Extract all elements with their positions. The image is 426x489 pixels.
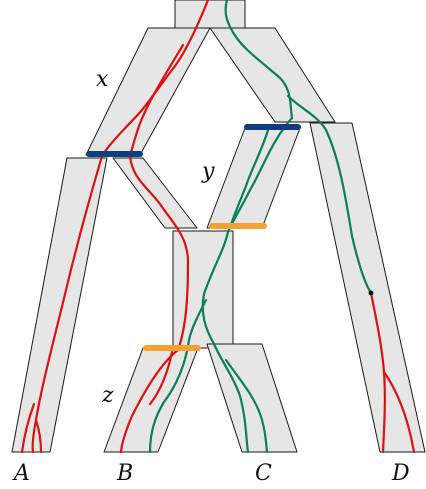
green-lineage-y-to-hybrid-inner: [228, 128, 270, 230]
green-lineage-hybrid-to-c-right: [224, 358, 269, 454]
red-lineage-d-right: [382, 370, 416, 454]
leaf-label-b: B: [116, 461, 133, 486]
leaf-label-c: C: [255, 461, 272, 486]
event-bars: [86, 124, 301, 351]
branch-root-to-y: [209, 27, 336, 123]
red-lineage-x-to-a-right: [34, 418, 43, 454]
red-lineage-x-to-a: [31, 154, 104, 454]
node-label-x: x: [96, 67, 109, 92]
branch-y-to-hybrid: [206, 127, 301, 229]
diagram-labels: x y z A B C D: [12, 67, 410, 486]
red-lineage-root-to-x-inner: [128, 43, 185, 158]
leaf-label-a: A: [12, 461, 30, 486]
node-label-z: z: [101, 383, 114, 408]
green-lineage-root-to-d: [286, 94, 373, 295]
red-lineage-x-to-hybrid: [128, 154, 190, 352]
lineage-event-dot: [368, 290, 374, 296]
branch-x-to-hybrid: [112, 157, 198, 229]
red-lineage-z-to-b-left: [119, 348, 180, 454]
green-gene-lineages: [148, 0, 373, 454]
leaf-label-d: D: [391, 461, 410, 486]
branch-x-to-a: [11, 157, 108, 453]
node-label-y: y: [201, 159, 215, 184]
green-lineage-hybrid-to-c-left: [212, 342, 250, 454]
red-lineage-x-to-a-left: [20, 402, 36, 454]
green-lineage-hybrid-to-b: [148, 298, 208, 454]
root-branch: [174, 0, 246, 29]
red-lineage-z-to-b-right: [148, 350, 174, 406]
red-gene-lineages: [20, 0, 416, 454]
